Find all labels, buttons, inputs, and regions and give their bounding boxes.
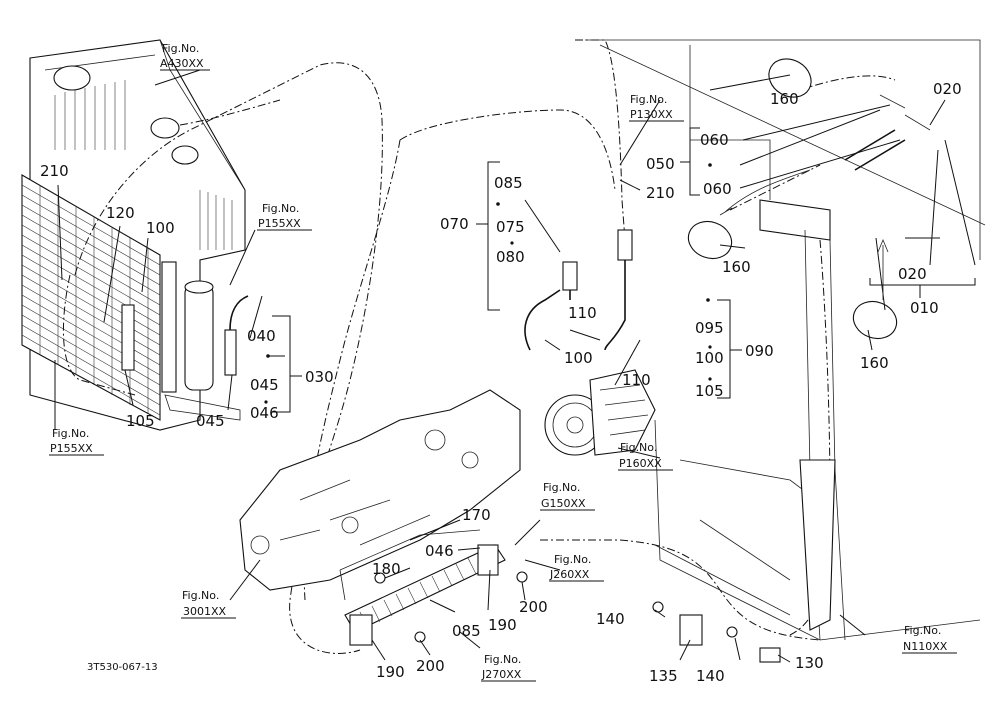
svg-text:P155XX: P155XX	[50, 442, 93, 455]
part-label: 045	[250, 376, 279, 394]
svg-text:J270XX: J270XX	[481, 668, 522, 681]
svg-text:Fig.No.: Fig.No.	[52, 427, 89, 440]
part-label: 170	[462, 506, 491, 524]
part-label: 100	[695, 349, 724, 367]
part-label: 160	[770, 90, 799, 108]
part-label: 190	[488, 616, 517, 634]
condenser-coil	[339, 529, 506, 646]
part-label: 100	[146, 219, 175, 237]
part-label: 045	[196, 412, 225, 430]
svg-text:Fig.No.: Fig.No.	[620, 441, 657, 454]
diagram-code: 3T530-067-13	[87, 662, 158, 673]
svg-text:Fig.No.: Fig.No.	[904, 624, 941, 637]
group-dots	[264, 163, 712, 404]
part-label: 060	[700, 131, 729, 149]
fig-reference-p130: Fig.No. P130XX	[629, 93, 684, 122]
part-label: 050	[646, 155, 675, 173]
svg-text:P160XX: P160XX	[619, 457, 662, 470]
part-label: 085	[452, 622, 481, 640]
part-label: 190	[376, 663, 405, 681]
fig-reference-a430: Fig.No. A430XX	[160, 42, 210, 71]
fittings	[121, 58, 931, 663]
svg-text:J260XX: J260XX	[549, 568, 590, 581]
fig-reference-n110: Fig.No. N110XX	[902, 624, 957, 654]
svg-text:Fig.No.: Fig.No.	[543, 481, 580, 494]
fig-reference-p155-left: Fig.No. P155XX	[49, 427, 104, 456]
part-label: 110	[568, 304, 597, 322]
part-label: 090	[745, 342, 774, 360]
part-label: 160	[722, 258, 751, 276]
leader-lines	[54, 69, 976, 663]
part-label: 200	[519, 598, 548, 616]
part-label: 070	[440, 215, 469, 233]
part-label: 210	[40, 162, 69, 180]
part-label: 105	[695, 382, 724, 400]
svg-text:Fig.No.: Fig.No.	[182, 589, 219, 602]
part-label: 020	[933, 80, 962, 98]
svg-text:Fig.No.: Fig.No.	[484, 653, 521, 666]
part-label: 046	[250, 404, 279, 422]
condenser-assembly	[21, 39, 246, 431]
part-label: 140	[696, 667, 725, 685]
part-label: 200	[416, 657, 445, 675]
part-label: 110	[622, 371, 651, 389]
svg-text:N110XX: N110XX	[903, 640, 948, 653]
svg-text:Fig.No.: Fig.No.	[162, 42, 199, 55]
part-label: 180	[372, 560, 401, 578]
svg-text:A430XX: A430XX	[160, 57, 204, 70]
part-label: 105	[126, 412, 155, 430]
svg-text:P130XX: P130XX	[630, 108, 673, 121]
part-label: 130	[795, 654, 824, 672]
svg-text:P155XX: P155XX	[258, 217, 301, 230]
svg-text:G150XX: G150XX	[541, 497, 586, 510]
svg-text:3001XX: 3001XX	[183, 605, 227, 618]
group-brackets	[272, 127, 976, 413]
part-label: 120	[106, 204, 135, 222]
part-label: 030	[305, 368, 334, 386]
part-label: 085	[494, 174, 523, 192]
fig-reference-j260: Fig.No. J260XX	[549, 553, 604, 582]
part-label: 210	[646, 184, 675, 202]
fig-reference-g150: Fig.No. G150XX	[540, 481, 595, 511]
compressor	[544, 369, 656, 456]
part-label: 020	[898, 265, 927, 283]
part-labels: 210 120 100 105 040 045 045 046 030 085 …	[40, 80, 962, 685]
svg-text:Fig.No.: Fig.No.	[630, 93, 667, 106]
part-label: 040	[247, 327, 276, 345]
part-label: 140	[596, 610, 625, 628]
svg-text:Fig.No.: Fig.No.	[554, 553, 591, 566]
fig-reference-3001: Fig.No. 3001XX	[181, 589, 236, 619]
part-label: 100	[564, 349, 593, 367]
engine-block	[239, 389, 521, 591]
fig-reference-p160: Fig.No. P160XX	[618, 441, 673, 471]
fig-reference-p155-top: Fig.No. P155XX	[257, 202, 312, 231]
fig-reference-j270: Fig.No. J270XX	[481, 653, 536, 682]
part-label: 010	[910, 299, 939, 317]
part-label: 095	[695, 319, 724, 337]
part-label: 046	[425, 542, 454, 560]
part-label: 160	[860, 354, 889, 372]
part-label: 135	[649, 667, 678, 685]
part-label: 060	[703, 180, 732, 198]
cab-frame	[585, 39, 986, 641]
svg-text:Fig.No.: Fig.No.	[262, 202, 299, 215]
part-label: 075	[496, 218, 525, 236]
part-label: 080	[496, 248, 525, 266]
